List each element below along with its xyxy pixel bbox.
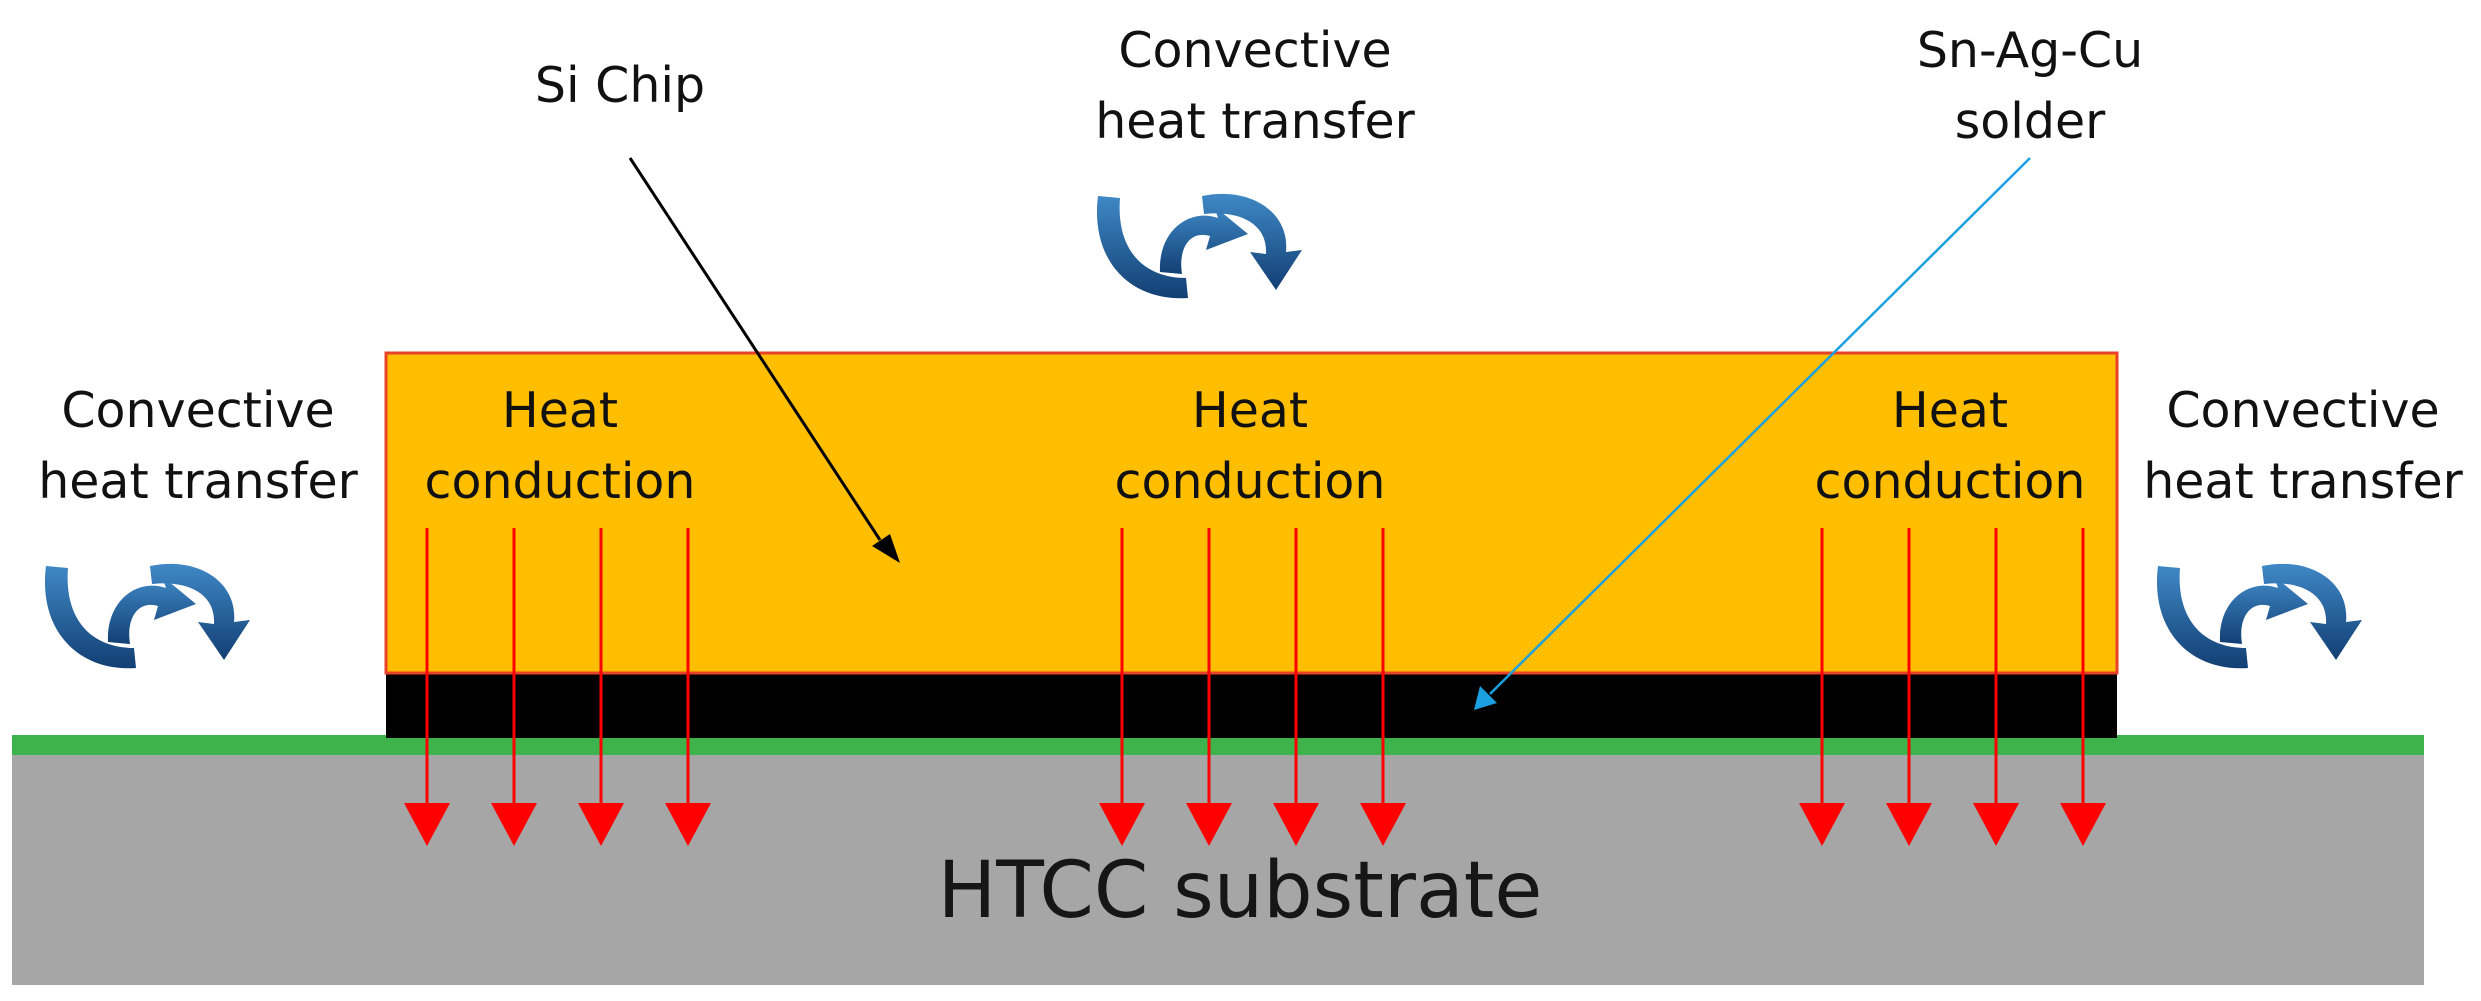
solder-label-line1: Sn-Ag-Cu bbox=[1916, 22, 2144, 79]
convective-right-line1: Convective bbox=[2166, 382, 2440, 439]
heat-conduction-right-line1: Heat bbox=[1891, 382, 2009, 439]
convective-left-line1: Convective bbox=[61, 382, 335, 439]
solder-layer bbox=[386, 673, 2117, 738]
circular-arrows-icon bbox=[2156, 563, 2362, 669]
si-chip-label: Si Chip bbox=[520, 50, 720, 121]
heat-conduction-center-line2: conduction bbox=[1114, 453, 1386, 510]
convective-top-label: Convective heat transfer bbox=[1045, 15, 1465, 157]
solder-label: Sn-Ag-Cu solder bbox=[1870, 15, 2190, 157]
solder-pointer bbox=[1474, 157, 2031, 710]
convective-top-line1: Convective bbox=[1118, 22, 1392, 79]
si-chip-pointer bbox=[628, 157, 900, 563]
convective-right-label: Convective heat transfer bbox=[2128, 375, 2478, 517]
solder-label-line2: solder bbox=[1954, 93, 2106, 150]
heat-conduction-center-line1: Heat bbox=[1191, 382, 1309, 439]
heat-conduction-left-label: Heat conduction bbox=[400, 375, 720, 517]
si-chip bbox=[384, 351, 2119, 675]
heat-conduction-right-line2: conduction bbox=[1814, 453, 2086, 510]
heat-conduction-right-label: Heat conduction bbox=[1790, 375, 2110, 517]
convective-left-label: Convective heat transfer bbox=[0, 375, 396, 517]
circular-arrows-icon bbox=[1096, 193, 1302, 299]
convective-top-line2: heat transfer bbox=[1095, 93, 1415, 150]
heat-conduction-left-line2: conduction bbox=[424, 453, 696, 510]
heat-conduction-center-label: Heat conduction bbox=[1090, 375, 1410, 517]
htcc-substrate bbox=[12, 737, 2424, 985]
convective-right-line2: heat transfer bbox=[2143, 453, 2463, 510]
substrate-label: HTCC substrate bbox=[937, 846, 1543, 936]
si-chip-label-text: Si Chip bbox=[534, 57, 706, 114]
convective-left-line2: heat transfer bbox=[38, 453, 358, 510]
heat-conduction-left-line1: Heat bbox=[501, 382, 619, 439]
circular-arrows-icon bbox=[44, 563, 251, 669]
